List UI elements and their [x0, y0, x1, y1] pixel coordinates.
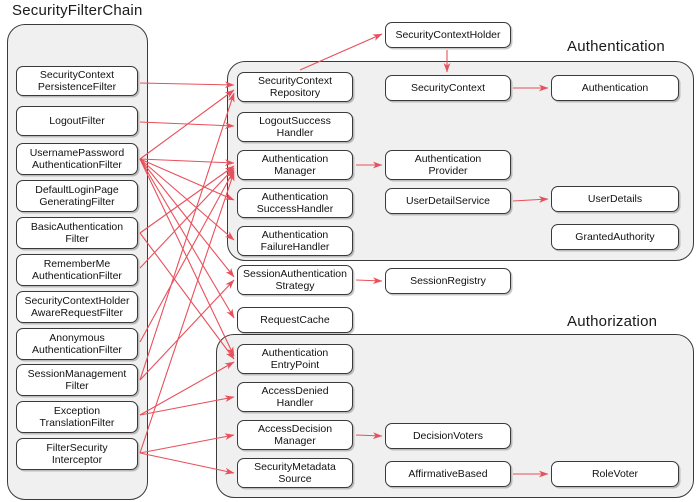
edge-upaf-authmgr — [139, 158, 235, 167]
authentication-node-a10[interactable]: Authentication FailureHandler — [237, 226, 353, 256]
edge-upaf-failurehandler — [139, 158, 235, 241]
node-label: Authentication EntryPoint — [261, 347, 329, 371]
node-label: SecurityContext — [410, 82, 486, 94]
title-authentication: Authentication — [567, 38, 665, 55]
edge-baf-authmgr — [139, 165, 235, 234]
node-label: DecisionVoters — [412, 430, 484, 442]
node-label: UserDetails — [587, 193, 643, 205]
node-label: LogoutFilter — [49, 115, 105, 127]
filter-node-f3[interactable]: UsernamePassword AuthenticationFilter — [16, 143, 138, 175]
edge-upaf-sessionstrategy — [139, 158, 235, 278]
filter-node-f9[interactable]: SessionManagement Filter — [16, 364, 138, 396]
node-label: SecurityContextHolder AwareRequestFilter — [24, 295, 130, 319]
authentication-node-a3[interactable]: Authentication — [551, 75, 679, 101]
node-label: AccessDecision Manager — [257, 423, 333, 447]
node-label: Authentication Provider — [414, 153, 482, 177]
authorization-node-z4[interactable]: DecisionVoters — [385, 423, 511, 449]
filter-node-f11[interactable]: FilterSecurity Interceptor — [16, 438, 138, 470]
filter-node-f2[interactable]: LogoutFilter — [16, 106, 138, 136]
authorization-node-z1[interactable]: Authentication EntryPoint — [237, 344, 353, 374]
node-label: DefaultLoginPage GeneratingFilter — [35, 184, 119, 208]
title-security-filter-chain: SecurityFilterChain — [12, 2, 143, 19]
authentication-node-a11[interactable]: GrantedAuthority — [551, 224, 679, 250]
authentication-node-a1[interactable]: SecurityContext Repository — [237, 72, 353, 102]
node-label: BasicAuthentication Filter — [30, 221, 124, 245]
authentication-node-a8[interactable]: UserDetailService — [385, 188, 511, 214]
node-label: RequestCache — [260, 314, 330, 326]
authentication-node-a5[interactable]: Authentication Manager — [237, 150, 353, 180]
node-label: Anonymous AuthenticationFilter — [32, 332, 122, 356]
node-label: Authentication FailureHandler — [260, 229, 330, 253]
edge-rmaf-authmgr — [139, 167, 235, 269]
node-label: SecurityContext PersistenceFilter — [37, 69, 117, 93]
edge-aaf-authmgr — [139, 169, 235, 343]
node-label: FilterSecurity Interceptor — [46, 442, 108, 466]
edge-upaf-requestcache — [139, 158, 235, 319]
authentication-node-a14[interactable]: RequestCache — [237, 307, 353, 333]
title-authorization: Authorization — [567, 313, 658, 330]
edge-smf-screpo — [139, 92, 235, 381]
filter-node-f5[interactable]: BasicAuthentication Filter — [16, 217, 138, 249]
authentication-node-a7[interactable]: Authentication SuccessHandler — [237, 188, 353, 218]
filter-node-f6[interactable]: RememberMe AuthenticationFilter — [16, 254, 138, 286]
edge-scpf-screpo — [139, 81, 235, 89]
authorization-node-z6[interactable]: AffirmativeBased — [385, 461, 511, 487]
authentication-node-a6[interactable]: Authentication Provider — [385, 150, 511, 180]
authorization-node-z5[interactable]: SecurityMetadata Source — [237, 458, 353, 488]
edge-logout-lsh — [139, 121, 235, 130]
node-label: Authentication — [581, 82, 649, 94]
node-label: SessionRegistry — [410, 275, 486, 287]
authentication-node-a12[interactable]: SessionAuthentication Strategy — [237, 265, 353, 295]
node-label: SecurityContextHolder — [395, 29, 501, 41]
node-label: UserDetailService — [405, 195, 491, 207]
authentication-node-a13[interactable]: SessionRegistry — [385, 268, 511, 294]
authorization-node-z2[interactable]: AccessDenied Handler — [237, 382, 353, 412]
filter-node-f1[interactable]: SecurityContext PersistenceFilter — [16, 66, 138, 96]
filter-node-f8[interactable]: Anonymous AuthenticationFilter — [16, 328, 138, 360]
node-label: Exception TranslationFilter — [39, 405, 115, 429]
node-label: Authentication SuccessHandler — [256, 191, 334, 215]
node-label: GrantedAuthority — [575, 231, 655, 243]
node-label: RememberMe AuthenticationFilter — [32, 258, 122, 282]
node-label: SecurityMetadata Source — [254, 461, 336, 485]
filter-node-f7[interactable]: SecurityContextHolder AwareRequestFilter — [16, 291, 138, 323]
filter-node-f10[interactable]: Exception TranslationFilter — [16, 401, 138, 433]
authentication-node-a4[interactable]: LogoutSuccess Handler — [237, 112, 353, 142]
authentication-node-a2[interactable]: SecurityContext — [385, 75, 511, 101]
edge-upaf-screpo — [139, 89, 235, 160]
filter-node-f4[interactable]: DefaultLoginPage GeneratingFilter — [16, 180, 138, 212]
edge-upaf-successhandler — [139, 158, 235, 201]
node-label: UsernamePassword AuthenticationFilter — [29, 147, 125, 171]
node-label: RoleVoter — [591, 468, 639, 480]
edge-sessionstrategy-registry — [355, 277, 383, 285]
authorization-node-z7[interactable]: RoleVoter — [551, 461, 679, 487]
authorization-node-z3[interactable]: AccessDecision Manager — [237, 420, 353, 450]
node-label: SecurityContext Repository — [257, 75, 333, 99]
edge-upaf-entrypoint — [139, 158, 235, 357]
node-label: SessionAuthentication Strategy — [243, 268, 347, 292]
node-label: AffirmativeBased — [408, 468, 488, 480]
node-label: LogoutSuccess Handler — [259, 115, 331, 139]
node-label: AccessDenied Handler — [261, 385, 329, 409]
node-label: Authentication Manager — [261, 153, 329, 177]
authentication-node-a0[interactable]: SecurityContextHolder — [385, 22, 511, 48]
node-label: SessionManagement Filter — [27, 368, 127, 392]
authentication-node-a9[interactable]: UserDetails — [551, 186, 679, 212]
